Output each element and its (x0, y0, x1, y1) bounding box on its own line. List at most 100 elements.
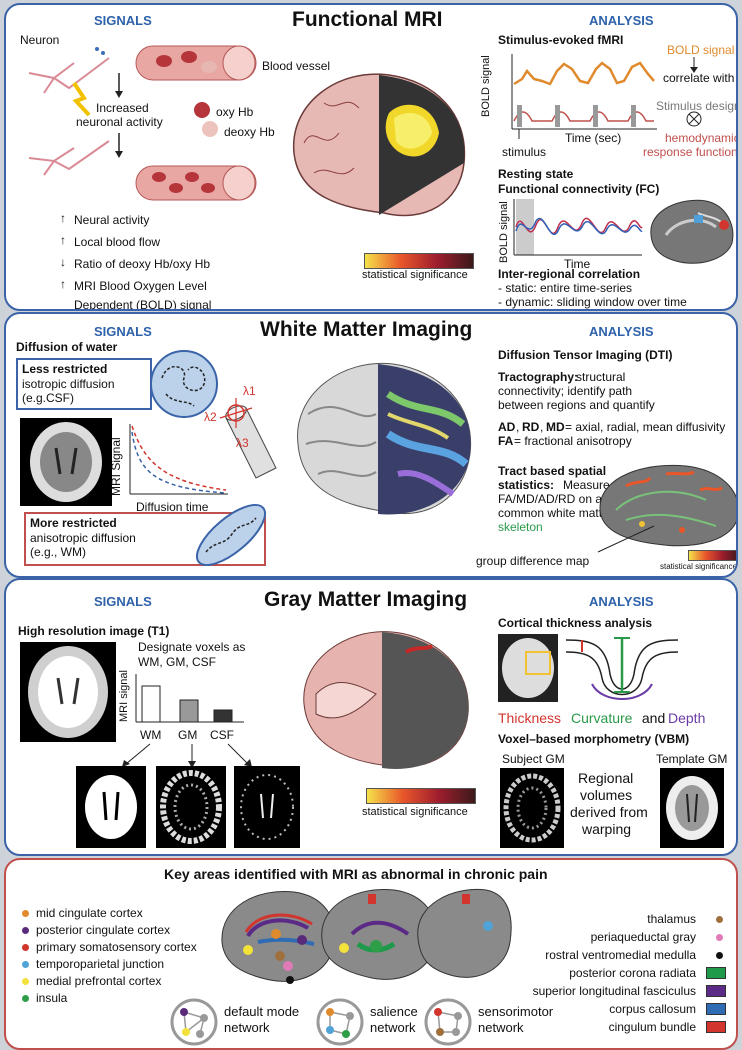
correlate-label: correlate with (663, 71, 735, 85)
region-label: medial prefrontal cortex (36, 974, 162, 988)
gm-mri-signal-axis: MRI signal (118, 670, 130, 722)
diffusion-decay-plot (129, 424, 228, 495)
time-sec-label: Time (sec) (565, 131, 622, 145)
diffusion-title: Diffusion of water (16, 340, 118, 354)
region-label: primary somatosensory cortex (36, 940, 197, 954)
region-dot-icon (22, 927, 29, 934)
regional-line-3: derived from (570, 804, 648, 820)
gm-segmentation-image (156, 766, 226, 848)
region-label: insula (36, 991, 68, 1005)
pain-title: Key areas identified with MRI as abnorma… (164, 866, 548, 882)
network-label: salience (370, 1004, 418, 1019)
tract-swatch-icon (706, 967, 726, 979)
group-diff-pointer (597, 525, 655, 553)
region-dot-icon (22, 910, 29, 917)
tractography-text-1: structural (576, 370, 626, 384)
oxy-hb-label: oxy Hb (216, 105, 254, 119)
lambda-1-label: λ1 (243, 384, 256, 398)
fmri-significance-scale (364, 253, 474, 269)
blood-vessel-label: Blood vessel (262, 59, 331, 73)
pain-brains-image (221, 888, 512, 984)
bold-signal-legend: BOLD signal (667, 43, 735, 57)
tbss-statistics-label: statistics: (498, 478, 555, 492)
tbss-brain-image (599, 464, 736, 547)
fmri-signals-title: SIGNALS (94, 13, 152, 28)
effect-text: MRI Blood Oxygen Level (74, 279, 207, 293)
vbm-title: Voxel–based morphometry (VBM) (498, 732, 690, 746)
effect-text: Neural activity (74, 213, 150, 227)
blood-vessel-bottom (135, 165, 257, 201)
region-dot-icon (716, 952, 723, 959)
blood-vessel-top (135, 45, 257, 81)
network-label: sensorimotor (478, 1004, 554, 1019)
stim-design-label: Stimulus design (656, 99, 738, 113)
region-dot-icon (22, 961, 29, 968)
bar-label-wm: WM (140, 728, 162, 742)
wm-analysis-title: ANALYSIS (589, 324, 654, 339)
tractography-text-2: connectivity; identify path (498, 384, 633, 398)
network-label: network (224, 1020, 270, 1035)
template-gm-image (660, 768, 724, 848)
fc-title: Functional connectivity (FC) (498, 182, 660, 196)
segmentation-arrows (122, 743, 252, 768)
gm-analysis-title: ANALYSIS (589, 594, 654, 609)
fmri-title: Functional MRI (292, 8, 443, 31)
time-label: Time (564, 257, 591, 271)
cortical-thickness-diagram (565, 637, 679, 700)
fmri-brain-image (293, 73, 466, 217)
less-restricted-title: Less restricted (22, 362, 108, 376)
wm-significance-scale (688, 550, 736, 561)
region-dot-icon (22, 978, 29, 985)
region-label: posterior cingulate cortex (36, 923, 171, 937)
hrf-label-1: hemodynamic (665, 131, 738, 145)
designate-line-2: WM, GM, CSF (138, 655, 216, 669)
region-label: rostral ventromedial medulla (545, 948, 696, 962)
default-mode-network-icon (170, 998, 218, 1046)
tissue-signal-bar-chart (135, 674, 244, 723)
fmri-panel: SIGNALS Functional MRI ANALYSIS Neuron I… (4, 3, 738, 311)
neuron-label: Neuron (20, 33, 60, 47)
tbss-text-1: Measure (563, 478, 610, 492)
tract-label: corpus callosum (609, 1002, 696, 1016)
fa-label: FA (498, 434, 514, 448)
gm-signals-title: SIGNALS (94, 594, 152, 609)
region-label: mid cingulate cortex (36, 906, 143, 920)
dynamic-label: - dynamic: sliding window over time (498, 295, 687, 309)
ad-rd-md-definition: = axial, radial, mean diffusivity (565, 420, 726, 434)
more-restricted-title: More restricted (30, 516, 117, 530)
tract-label: posterior corona radiata (569, 966, 696, 980)
resting-state-plot (513, 199, 643, 256)
less-restricted-line-1: isotropic diffusion (22, 377, 115, 391)
more-restricted-line-2: (e.g., WM) (30, 545, 86, 559)
depth-label: Depth (668, 710, 706, 726)
tractography-brain-image (297, 362, 472, 515)
wm-title: White Matter Imaging (260, 318, 473, 341)
hrf-label-2: response function (643, 145, 738, 159)
designate-line-1: Designate voxels as (138, 640, 246, 654)
t1-axial-image (20, 642, 116, 742)
tract-swatch-icon (706, 985, 726, 997)
lambda-2-label: λ2 (204, 410, 217, 424)
region-dot-icon (716, 916, 723, 923)
neuron-illustration (28, 47, 123, 176)
md-label: MD (546, 420, 565, 434)
gm-significance-scale (366, 788, 476, 804)
gm-significance-label: statistical significance (362, 806, 468, 818)
wm-significance-label: statistical significance (660, 562, 737, 571)
tract-swatch-icon (706, 1003, 726, 1015)
effect-text: Local blood flow (74, 235, 161, 249)
bar-label-csf: CSF (210, 728, 234, 742)
tbss-text-2: FA/MD/AD/RD on a (498, 492, 603, 506)
region-label: periaqueductal gray (590, 930, 696, 944)
csf-segmentation-image (234, 766, 300, 848)
ad-label: AD (498, 420, 516, 434)
bar-label-gm: GM (178, 728, 198, 742)
network-label: default mode (224, 1004, 300, 1019)
less-restricted-line-2: (e.g.CSF) (22, 391, 75, 405)
effect-text: Ratio of deoxy Hb/oxy Hb (74, 257, 211, 271)
fmri-significance-label: statistical significance (362, 269, 468, 281)
stimulus-evoked-plot (511, 54, 657, 139)
effect-arrow: ↑ (60, 233, 66, 247)
wm-axial-mri-image (20, 418, 112, 506)
sensorimotor-network-icon (424, 998, 472, 1046)
